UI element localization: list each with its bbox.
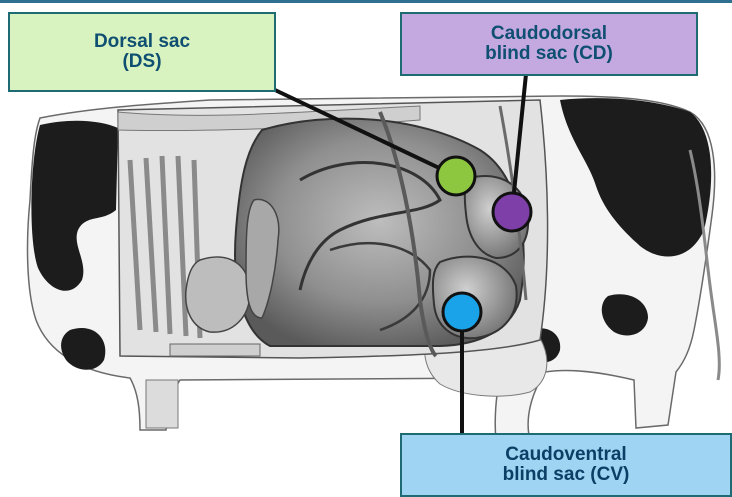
caudoventral-label-line2: blind sac (CV) [503, 465, 630, 485]
cv-marker [443, 293, 481, 331]
caudodorsal-label-line2: blind sac (CD) [485, 44, 613, 64]
dissection-area [118, 100, 548, 358]
cd-marker [493, 193, 531, 231]
dorsal-sac-label: Dorsal sac (DS) [8, 12, 276, 92]
caudoventral-sac-label: Caudoventral blind sac (CV) [400, 433, 732, 497]
caudodorsal-sac-label: Caudodorsal blind sac (CD) [400, 12, 698, 76]
dorsal-sac-label-line2: (DS) [94, 52, 190, 72]
ds-marker [437, 157, 475, 195]
dorsal-sac-label-line1: Dorsal sac [94, 32, 190, 52]
caudodorsal-label-line1: Caudodorsal [485, 24, 613, 44]
caudoventral-label-line1: Caudoventral [503, 445, 630, 465]
